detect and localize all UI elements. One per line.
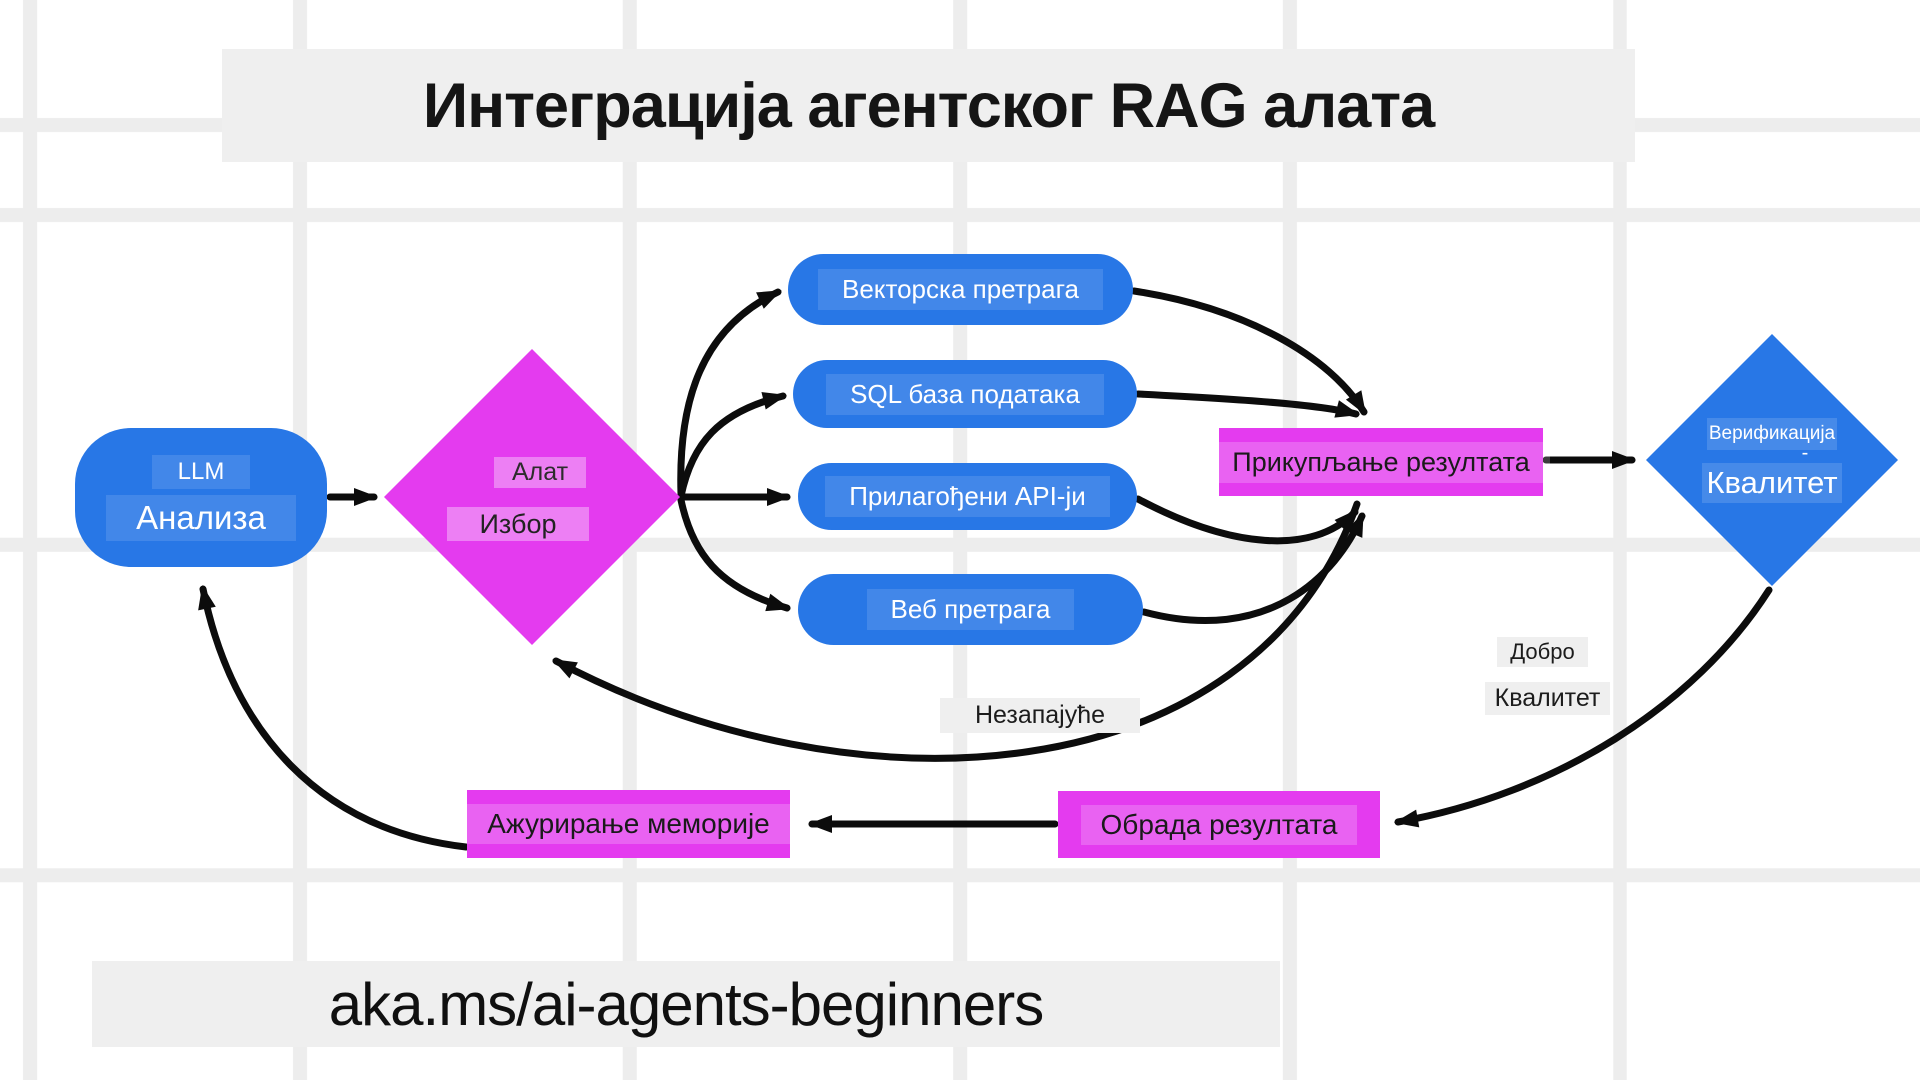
web-search-label: Веб претрага <box>866 589 1075 630</box>
tool-selection-label-line1: Алат <box>494 457 586 488</box>
custom-apis-label: Прилагођени API-ји <box>825 476 1110 517</box>
sql-database-label: SQL база података <box>826 373 1104 415</box>
node-sql-database: SQL база података <box>793 360 1137 428</box>
node-process-results: Обрада резултата <box>1058 791 1380 858</box>
arrow-toolselect-to-web <box>677 496 791 612</box>
node-custom-apis: Прилагођени API-ји <box>798 463 1137 530</box>
node-llm-analysis: LLM Анализа <box>75 428 327 567</box>
node-collect-results: Прикупљање резултата <box>1212 428 1550 496</box>
llm-label: Анализа <box>106 494 296 541</box>
page-title: Интеграција агентског RAG алата <box>422 70 1435 141</box>
arrow-toolselect-to-sql <box>677 392 787 500</box>
node-quality-verification-diamond <box>1646 334 1898 586</box>
node-vector-search: Векторска претрага <box>788 254 1133 325</box>
verification-label-line2: Квалитет <box>1702 463 1842 503</box>
edge-label-unsatisfying: Незапајуће <box>940 698 1140 733</box>
verification-label-line1: Верификација <box>1707 418 1837 450</box>
arrow-web-to-collect <box>1140 512 1366 625</box>
node-memory-update: Ажурирање меморије <box>467 790 790 858</box>
footer-banner: aka.ms/ai-agents-beginners <box>92 961 1280 1047</box>
node-web-search: Веб претрага <box>798 574 1143 645</box>
arrow-sql-to-collect <box>1134 390 1360 418</box>
edge-label-quality: Квалитет <box>1485 682 1610 715</box>
arrow-memory-to-llm <box>198 585 470 851</box>
title-banner: Интеграција агентског RAG алата <box>222 49 1635 162</box>
tool-selection-label-line2: Избор <box>447 507 589 541</box>
footer-link-text: aka.ms/ai-agents-beginners <box>328 970 1044 1038</box>
arrow-api-to-collect <box>1134 495 1359 545</box>
memory-update-label: Ажурирање меморије <box>467 804 790 844</box>
vector-search-label: Векторска претрага <box>818 269 1103 310</box>
process-results-label: Обрада резултата <box>1080 804 1358 845</box>
node-tool-selection-diamond <box>384 349 680 645</box>
verification-label-dash: - <box>1801 441 1809 464</box>
arrow-toolselect-to-vector <box>677 288 782 498</box>
edge-label-good: Добро <box>1497 637 1588 667</box>
collect-results-label: Прикупљање резултата <box>1212 441 1550 483</box>
arrow-vector-to-collect <box>1130 287 1368 416</box>
llm-tag: LLM <box>151 454 251 489</box>
